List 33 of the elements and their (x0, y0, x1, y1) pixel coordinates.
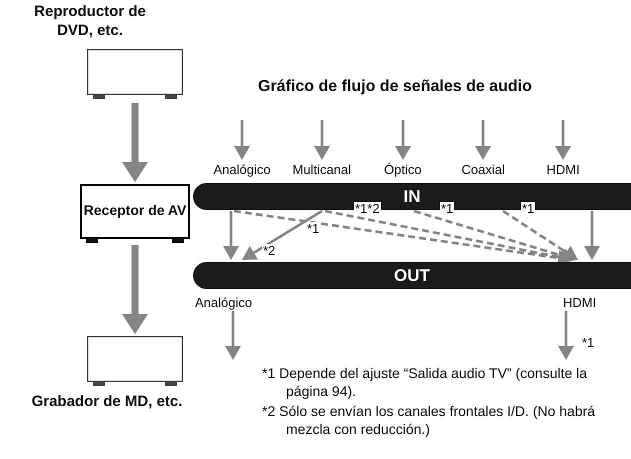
diagram-title: Gráfico de flujo de señales de audio (258, 78, 532, 96)
arrow (122, 103, 148, 182)
arrow (223, 211, 239, 260)
dashed-arrow (502, 210, 578, 260)
input-label: Analógico (214, 162, 271, 177)
edge-label: *1 (306, 222, 320, 236)
edge-label: *1 (521, 202, 536, 216)
arrow (475, 120, 491, 160)
arrow (558, 311, 574, 360)
edge-label: *1*2 (354, 202, 381, 216)
arrow (395, 120, 411, 160)
input-label: HDMI (546, 162, 580, 177)
arrow (225, 311, 241, 360)
dashed-arrow (414, 210, 576, 264)
edge-label: *1 (440, 202, 454, 216)
edge-label: *1 (581, 336, 596, 350)
input-label: Óptico (384, 162, 422, 177)
device-label: Reproductor de DVD, etc. (33, 2, 147, 40)
arrow (234, 120, 250, 160)
arrow (122, 245, 148, 334)
signal-bar: OUT (193, 262, 631, 289)
edge-label: *2 (262, 244, 276, 258)
input-label: Coaxial (462, 162, 505, 177)
output-label: HDMI (563, 295, 596, 310)
arrow (314, 120, 330, 160)
input-label: Multicanal (292, 162, 352, 177)
arrow (242, 210, 323, 260)
device-label: Grabador de MD, etc. (30, 392, 184, 411)
footnote: *2 Sólo se envían los canales frontales I/D. (No habrá mezcla con reducción.) (262, 402, 596, 438)
footnote: *1 Depende del ajuste “Salida audio TV” (consulte la página 94). (262, 364, 588, 400)
arrow (584, 211, 600, 260)
arrow (555, 120, 571, 160)
output-label: Analógico (195, 295, 252, 310)
